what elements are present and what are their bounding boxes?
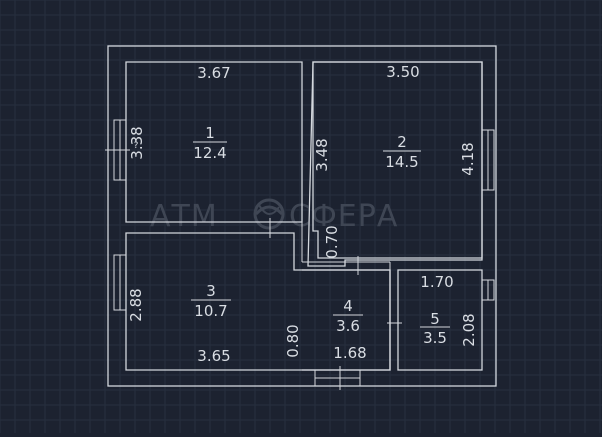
room-2-wall bbox=[312, 61, 483, 259]
dim-room-2-right-height: 4.18 bbox=[459, 142, 477, 175]
inner-wall-lines bbox=[293, 222, 391, 270]
room-5-number: 5 bbox=[430, 310, 440, 328]
room-4-label: 4 3.6 bbox=[333, 297, 363, 335]
room-1-label: 1 12.4 bbox=[193, 124, 227, 162]
window-room-3 bbox=[113, 254, 127, 311]
windows bbox=[113, 119, 495, 387]
marker-text: ? bbox=[134, 141, 139, 151]
room-2-number: 2 bbox=[397, 133, 407, 151]
dimension-labels: 3.67 3.50 3.38 3.48 4.18 0.70 2.88 3.6 5 … bbox=[127, 63, 478, 365]
dim-room-2-width: 3.50 bbox=[386, 63, 419, 81]
room-1-number: 1 bbox=[205, 124, 215, 142]
window-room-2 bbox=[481, 129, 495, 191]
room-3-area: 10.7 bbox=[194, 302, 227, 320]
dim-room-5-height: 2.08 bbox=[460, 313, 478, 346]
watermark-text-right: СФЕРА bbox=[289, 199, 398, 234]
watermark-text-left: АТМ bbox=[150, 199, 218, 234]
room-3-number: 3 bbox=[206, 282, 216, 300]
room-1-area: 12.4 bbox=[193, 144, 226, 162]
watermark-logo: АТМ СФЕРА bbox=[150, 198, 398, 234]
dim-corridor-width: 0.70 bbox=[323, 225, 341, 258]
dim-room-3-width: 3.65 bbox=[197, 347, 230, 365]
window-room-5 bbox=[481, 279, 495, 301]
dim-room-1-width: 3.67 bbox=[197, 64, 230, 82]
dim-room-2-left-height: 3.48 bbox=[313, 138, 331, 171]
room-5-label: 5 3.5 bbox=[420, 310, 450, 347]
door-markers bbox=[105, 149, 402, 390]
room-2-label: 2 14.5 bbox=[383, 133, 421, 171]
outer-wall-outer-line bbox=[107, 45, 497, 387]
dim-room-4-left: 0.80 bbox=[284, 324, 302, 357]
room-5-wall bbox=[397, 269, 483, 371]
dim-room-4-width: 1.68 bbox=[333, 344, 366, 362]
dim-room-5-width: 1.70 bbox=[420, 273, 453, 291]
room-2-area: 14.5 bbox=[385, 153, 418, 171]
room-4-number: 4 bbox=[343, 297, 353, 315]
dim-room-1-height: 3.38 bbox=[128, 126, 146, 159]
room-3-label: 3 10.7 bbox=[191, 282, 231, 320]
room-4-area: 3.6 bbox=[336, 317, 360, 335]
window-room-4 bbox=[314, 369, 361, 387]
watermark-globe-icon bbox=[253, 198, 285, 230]
dim-room-3-height: 2.88 bbox=[127, 288, 145, 321]
room-5-area: 3.5 bbox=[423, 329, 447, 347]
